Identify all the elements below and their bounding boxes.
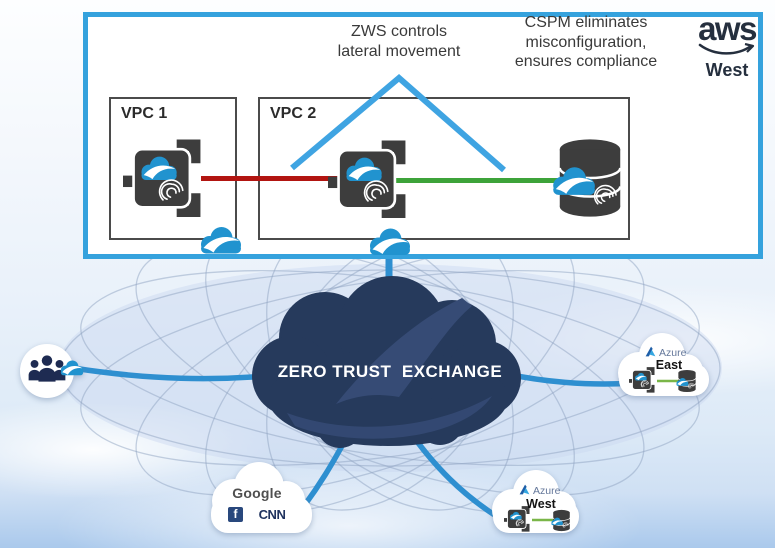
zws-annotation: ZWS controls lateral movement — [338, 22, 461, 61]
aws-logo: aws West — [698, 10, 757, 81]
workload-icon-vpc1 — [123, 136, 211, 224]
allowed-traffic-line — [386, 178, 564, 183]
zero-trust-exchange-cloud — [252, 276, 521, 448]
database-icon-azure-east — [676, 370, 695, 392]
cnn-logo: CNN — [258, 507, 286, 522]
azure-east-region: East — [655, 358, 683, 372]
zscaler-cloud-icon-vpc1 — [196, 224, 246, 257]
vpc1-label: VPC 1 — [121, 105, 168, 122]
cspm-line3: ensures compliance — [514, 53, 658, 71]
azure-east-brand: Azure — [659, 347, 687, 359]
azure-west-region: West — [526, 497, 556, 511]
internet-cloud — [211, 462, 312, 533]
database-icon-vpc2 — [548, 136, 632, 220]
aws-smile-icon — [698, 43, 755, 55]
database-icon-azure-west — [551, 510, 569, 531]
zscaler-cloud-icon-vpc2 — [365, 225, 415, 259]
google-logo: Google — [232, 485, 282, 501]
vpc2-label: VPC 2 — [270, 105, 317, 122]
zws-line1: ZWS controls — [350, 23, 447, 40]
azure-west-brand: Azure — [533, 485, 561, 497]
aws-region-label: West — [705, 60, 749, 81]
users-node — [20, 344, 84, 398]
blocked-traffic-line — [201, 176, 342, 181]
azure-east-content — [629, 346, 696, 393]
facebook-icon: f — [228, 507, 243, 522]
cspm-line2: misconfiguration, — [525, 33, 647, 51]
exchange-label: ZERO TRUST EXCHANGE — [277, 362, 503, 381]
cspm-annotation: CSPM eliminates misconfiguration, ensure… — [515, 13, 657, 72]
aws-wordmark: aws — [698, 10, 757, 47]
zws-line2: lateral movement — [337, 42, 461, 60]
zscaler-swoosh — [336, 298, 472, 404]
workload-icon-vpc2 — [328, 137, 416, 225]
cspm-line1: CSPM eliminates — [524, 14, 648, 31]
azure-west-content — [504, 484, 570, 532]
workload-icon-azure-east — [629, 367, 655, 393]
